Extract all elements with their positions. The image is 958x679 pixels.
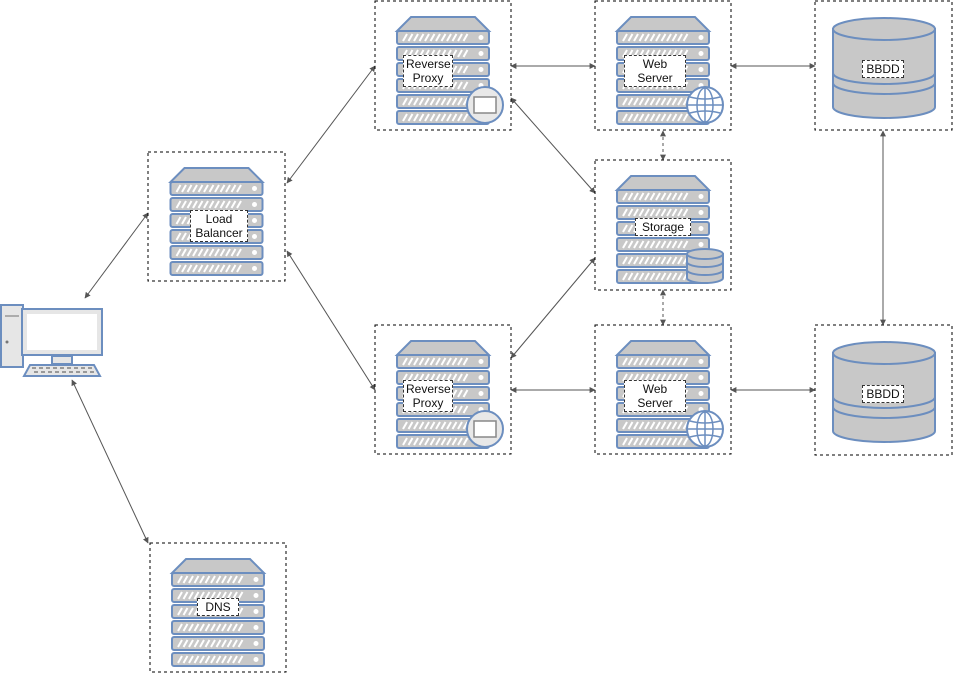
node-client[interactable] — [0, 304, 103, 377]
server-icon — [169, 558, 267, 667]
edge-reverse-proxy-top-to-storage — [510, 97, 596, 194]
globe-icon — [686, 410, 724, 448]
database-badge-icon — [686, 248, 724, 284]
server-icon — [614, 16, 712, 125]
edge-client-to-load-balancer — [84, 212, 149, 299]
node-frame — [149, 542, 287, 673]
node-frame — [594, 159, 732, 291]
node-frame — [814, 0, 953, 131]
node-frame — [147, 151, 286, 282]
node-bbdd-bottom[interactable] — [814, 324, 953, 456]
node-dns[interactable] — [149, 542, 287, 673]
server-icon — [168, 167, 265, 276]
node-reverse-proxy-bottom[interactable] — [374, 324, 512, 455]
node-reverse-proxy-top[interactable] — [374, 0, 512, 131]
node-frame — [374, 324, 512, 455]
node-frame — [814, 324, 953, 456]
window-badge-icon — [466, 86, 504, 124]
node-frame — [594, 0, 732, 131]
node-load-balancer[interactable] — [147, 151, 286, 282]
edge-load-balancer-to-reverse-proxy-top — [286, 65, 376, 184]
node-bbdd-top[interactable] — [814, 0, 953, 131]
edge-load-balancer-to-reverse-proxy-bottom — [286, 250, 376, 391]
node-storage[interactable] — [594, 159, 732, 291]
node-web-server-top[interactable] — [594, 0, 732, 131]
node-frame — [594, 324, 732, 455]
globe-icon — [686, 86, 724, 124]
edges-layer — [71, 63, 886, 544]
window-badge-icon — [466, 410, 504, 448]
node-web-server-bottom[interactable] — [594, 324, 732, 455]
edge-client-to-dns — [71, 379, 149, 544]
edge-reverse-proxy-bottom-to-storage — [510, 257, 596, 359]
node-frame — [374, 0, 512, 131]
database-icon — [832, 17, 936, 119]
database-icon — [832, 341, 936, 443]
